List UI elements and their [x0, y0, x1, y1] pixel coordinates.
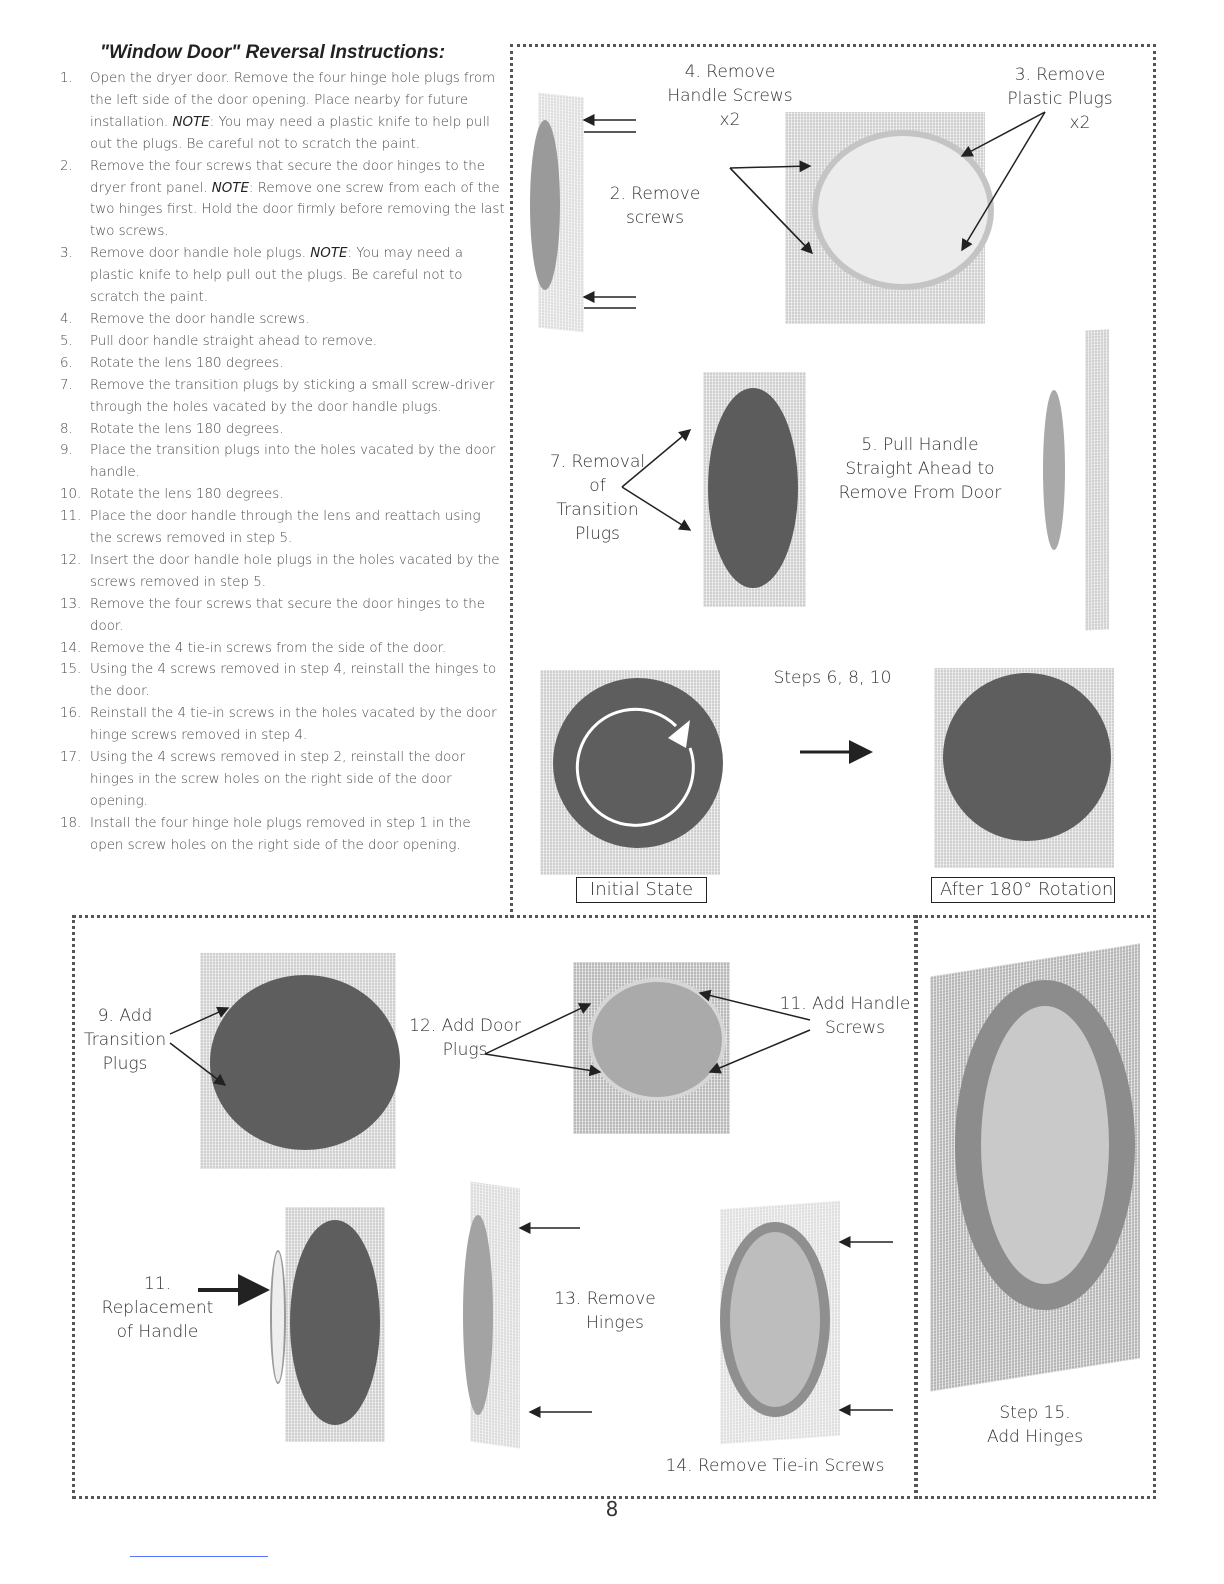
step-number: 6. — [60, 355, 73, 371]
step-item: 1. Open the dryer door. Remove the four h… — [60, 68, 505, 156]
door-side-lens-step13 — [463, 1215, 493, 1415]
step-number: 7. — [60, 377, 73, 393]
page-number: 8 — [605, 1497, 619, 1521]
step-item: 17. Using the 4 screws removed in step 2,… — [60, 747, 505, 813]
label-remove-screws: 2. Remove screws — [609, 184, 701, 228]
step-text: Using the 4 screws removed in step 4, re… — [90, 662, 497, 700]
step-text: Insert the door handle hole plugs in the… — [90, 552, 500, 590]
label-initial-state: Initial State — [576, 877, 707, 903]
footer-link-line — [130, 1556, 268, 1557]
label-add-handle-screws: 11. Add Handle Screws — [779, 994, 911, 1038]
step-text: Rotate the lens 180 degrees. — [90, 355, 284, 371]
step-text: Rotate the lens 180 degrees. — [90, 487, 284, 503]
step-number: 14. — [60, 640, 82, 656]
label-remove-plastic-plugs: 3. Remove Plastic Plugs x2 — [1007, 65, 1113, 133]
step-text: Open the dryer door. Remove the four hin… — [90, 71, 496, 152]
step-number: 5. — [60, 333, 73, 349]
step-number: 8. — [60, 421, 73, 437]
label-steps-rotate: Steps 6, 8, 10 — [773, 668, 892, 688]
step-number: 13. — [60, 596, 82, 612]
step-item: 6. Rotate the lens 180 degrees. — [60, 353, 505, 375]
step-text: Remove the 4 tie-in screws from the side… — [90, 640, 447, 656]
label-replacement-handle: 11. Replacement of Handle — [101, 1274, 214, 1342]
step-number: 15. — [60, 662, 82, 678]
door-side-lens — [530, 120, 560, 290]
lens-after-rotation — [943, 673, 1111, 841]
step-text: Remove door handle hole plugs. NOTE: You… — [90, 246, 463, 306]
step-number: 17. — [60, 750, 82, 766]
step-text: Remove the transition plugs by sticking … — [90, 377, 495, 415]
step-item: 15. Using the 4 screws removed in step 4,… — [60, 659, 505, 703]
step-item: 8. Rotate the lens 180 degrees. — [60, 419, 505, 441]
step-text: Remove the four screws that secure the d… — [90, 158, 505, 240]
step-item: 4. Remove the door handle screws. — [60, 309, 505, 331]
step-text: Pull door handle straight ahead to remov… — [90, 333, 377, 349]
label-removal-transition-plugs: 7. Removal of Transition Plugs — [549, 452, 646, 544]
step-text: Reinstall the 4 tie-in screws in the hol… — [90, 706, 497, 744]
step-text: Using the 4 screws removed in step 2, re… — [90, 750, 465, 809]
step-item: 16. Reinstall the 4 tie-in screws in the … — [60, 703, 505, 747]
step-item: 18. Install the four hinge hole plugs rem… — [60, 813, 505, 857]
label-after-rotation: After 180° Rotation — [931, 877, 1115, 903]
lens-step11 — [290, 1220, 380, 1425]
step-number: 1. — [60, 71, 73, 86]
label-add-transition-plugs: 9. Add Transition Plugs — [83, 1006, 167, 1074]
step-item: 7. Remove the transition plugs by stickin… — [60, 375, 505, 419]
step-number: 18. — [60, 815, 82, 831]
step-text: Remove the door handle screws. — [90, 311, 310, 327]
note-label: NOTE — [172, 114, 210, 130]
door-opening — [812, 130, 994, 290]
step-number: 3. — [60, 246, 73, 262]
step-number: 4. — [60, 311, 73, 327]
note-label: NOTE — [211, 180, 249, 196]
step-text: Place the transition plugs into the hole… — [90, 443, 496, 481]
page-title: "Window Door" Reversal Instructions: — [100, 42, 446, 63]
panel-step15 — [914, 915, 1156, 1499]
step-item: 2. Remove the four screws that secure the… — [60, 156, 505, 244]
step-text: Place the door handle through the lens a… — [90, 509, 481, 547]
step-text: Install the four hinge hole plugs remove… — [90, 815, 471, 853]
step-item: 3. Remove door handle hole plugs. NOTE: Y… — [60, 243, 505, 309]
label-remove-hinges: 13. Remove Hinges — [554, 1289, 656, 1333]
label-remove-tiein: 14. Remove Tie-in Screws — [665, 1456, 885, 1476]
step-item: 13. Remove the four screws that secure th… — [60, 594, 505, 638]
label-add-hinges: Step 15. Add Hinges — [986, 1403, 1084, 1447]
step-item: 12. Insert the door handle hole plugs in … — [60, 550, 505, 594]
step-text: Rotate the lens 180 degrees. — [90, 421, 284, 437]
step-item: 11. Place the door handle through the len… — [60, 506, 505, 550]
step-text: Remove the four screws that secure the d… — [90, 596, 485, 634]
step-number: 12. — [60, 552, 82, 568]
label-remove-handle-screws: 4. Remove Handle Screws x2 — [667, 62, 793, 130]
step-item: 14. Remove the 4 tie-in screws from the s… — [60, 638, 505, 660]
handle-step11 — [270, 1250, 286, 1384]
label-add-door-plugs: 12. Add Door Plugs — [409, 1016, 521, 1060]
note-label: NOTE — [310, 246, 348, 262]
step-number: 2. — [60, 158, 73, 174]
step-number: 11. — [60, 509, 82, 525]
instruction-steps: 1. Open the dryer door. Remove the four h… — [60, 68, 505, 857]
step-number: 10. — [60, 487, 82, 503]
lens-step9 — [210, 975, 400, 1150]
step-item: 9. Place the transition plugs into the ho… — [60, 440, 505, 484]
handle-side-view — [1043, 390, 1065, 550]
label-pull-handle: 5. Pull Handle Straight Ahead to Remove … — [838, 435, 1002, 503]
door-back-ring-step14 — [720, 1222, 830, 1417]
step-item: 10. Rotate the lens 180 degrees. — [60, 484, 505, 506]
step-number: 16. — [60, 706, 82, 722]
lens-step7 — [708, 388, 798, 588]
step-item: 5. Pull door handle straight ahead to rem… — [60, 331, 505, 353]
step-number: 9. — [60, 443, 73, 459]
